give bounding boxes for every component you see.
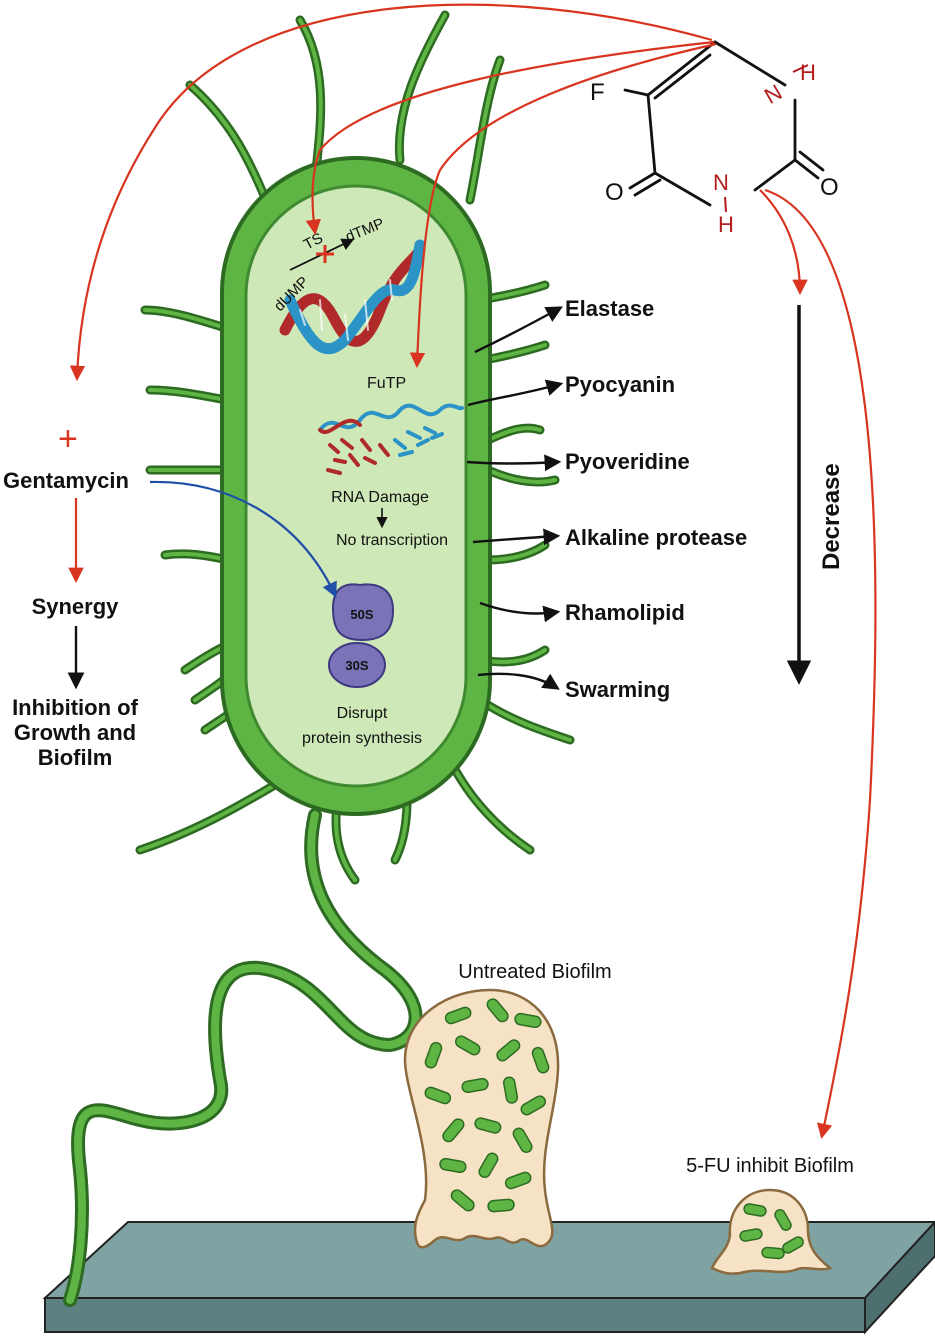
label-futp: FuTP xyxy=(367,375,406,392)
dna-helix-icon xyxy=(279,239,426,355)
flagellum-tail xyxy=(63,808,423,1307)
cytoplasm xyxy=(244,184,468,788)
fluorouracil-molecule xyxy=(623,40,825,207)
factor-swarming: Swarming xyxy=(565,677,670,702)
left-synergy-panel: + Gentamycin Synergy Inhibition of Growt… xyxy=(3,420,139,770)
treated-biofilm xyxy=(710,1188,833,1275)
atom-oxygen-left: O xyxy=(605,179,624,206)
molecule-atom-labels: F O O N H N H xyxy=(590,60,839,237)
label-treated-biofilm: 5-FU inhibit Biofilm xyxy=(686,1155,854,1177)
atom-h-top: H xyxy=(800,60,816,85)
atom-n-bottom: N xyxy=(713,170,729,195)
plus-sign: + xyxy=(58,420,78,458)
label-no-transcription: No transcription xyxy=(336,532,448,549)
label-untreated-biofilm: Untreated Biofilm xyxy=(458,961,611,983)
atom-h-bottom: H xyxy=(718,212,734,237)
ribosome-icon: 50S 30S xyxy=(328,583,395,688)
untreated-biofilm xyxy=(403,988,560,1249)
factor-alkaline-protease: Alkaline protease xyxy=(565,525,747,550)
factor-rhamolipid: Rhamolipid xyxy=(565,600,685,625)
label-disrupt-line2: protein synthesis xyxy=(302,730,422,747)
label-inhibition-line2: Growth and xyxy=(14,720,136,745)
label-rna-damage: RNA Damage xyxy=(331,489,429,506)
label-inhibition-line1: Inhibition of xyxy=(12,695,139,720)
label-gentamycin: Gentamycin xyxy=(3,468,129,493)
label-synergy: Synergy xyxy=(32,594,120,619)
atom-fluorine: F xyxy=(590,79,605,106)
label-50s: 50S xyxy=(350,607,373,622)
fluorouracil-red-arrows xyxy=(69,3,877,1140)
label-30s: 30S xyxy=(345,658,368,673)
label-decrease: Decrease xyxy=(818,463,845,570)
factor-elastase: Elastase xyxy=(565,296,654,321)
factor-pyocyanin: Pyocyanin xyxy=(565,372,675,397)
label-inhibition-line3: Biofilm xyxy=(38,745,113,770)
gentamycin-blue-arrow xyxy=(149,480,337,598)
virulence-arrows xyxy=(466,306,564,690)
factor-pyoveridine: Pyoveridine xyxy=(565,449,690,474)
rna-damage-icon xyxy=(318,403,464,475)
label-disrupt-line1: Disrupt xyxy=(337,705,388,722)
atom-oxygen-right: O xyxy=(820,174,839,201)
virulence-factor-list: Elastase Pyocyanin Pyoveridine Alkaline … xyxy=(565,296,747,702)
surface-slab xyxy=(42,1220,935,1335)
ts-block-cross xyxy=(316,245,334,263)
